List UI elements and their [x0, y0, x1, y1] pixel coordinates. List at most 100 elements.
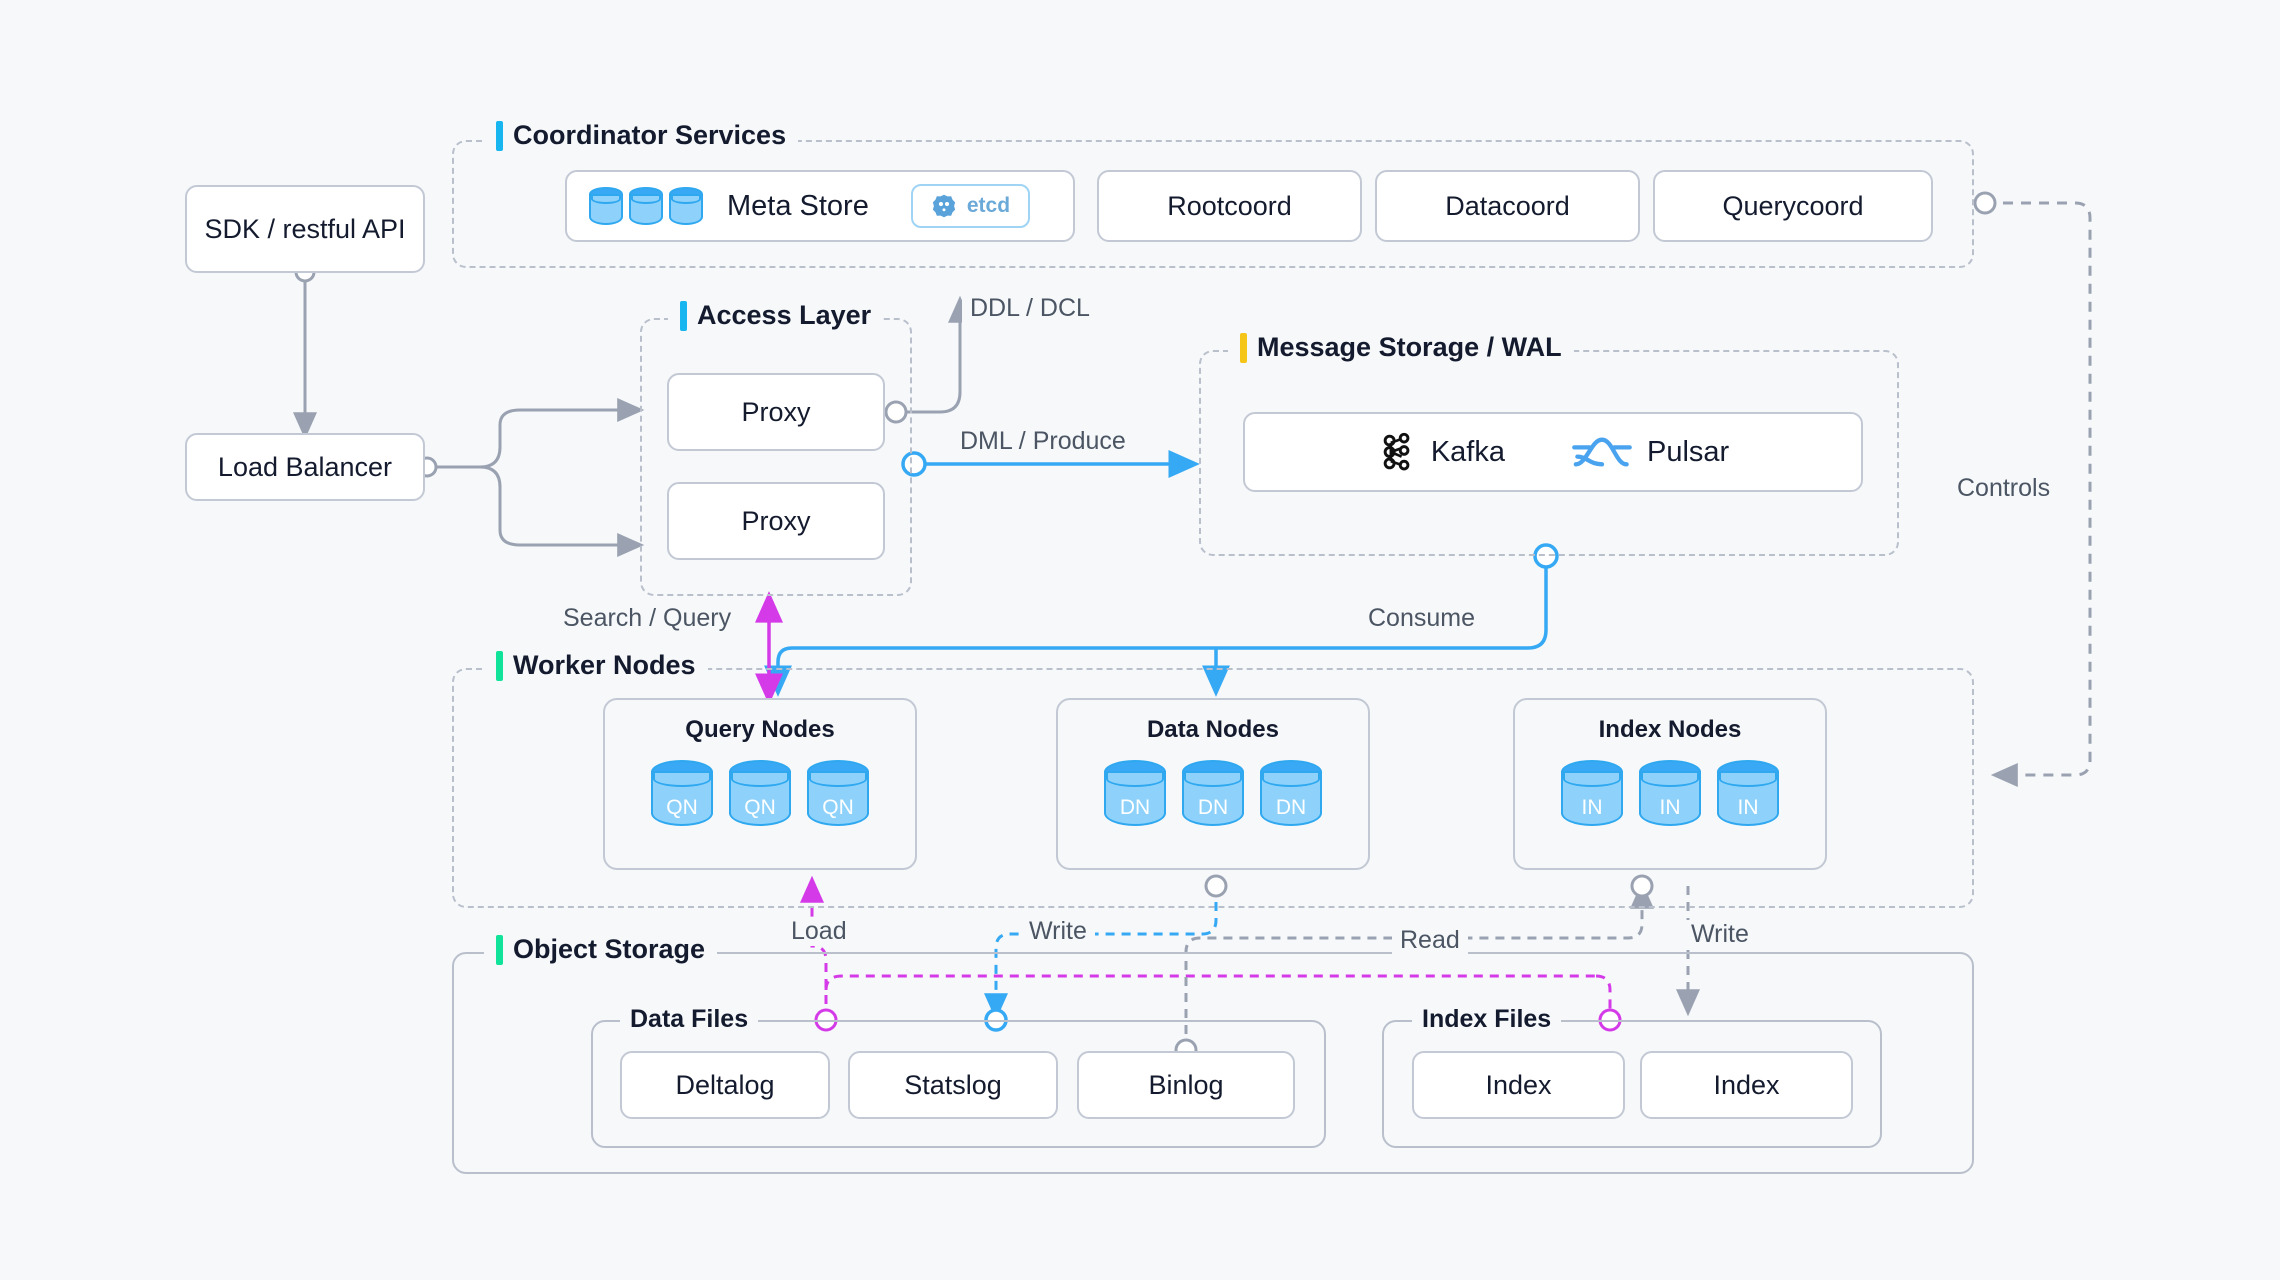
data-node-label: DN: [1119, 796, 1151, 819]
data-node-cylinder: DN: [1182, 760, 1244, 826]
index-node-label: IN: [1737, 796, 1759, 819]
index-file-node-1[interactable]: Index: [1412, 1051, 1625, 1119]
coordinator-services-group: [452, 140, 1974, 268]
proxy-node-1[interactable]: Proxy: [667, 373, 885, 451]
meta-store-cylinder: [629, 187, 663, 225]
data-files-title: Data Files: [620, 1005, 759, 1034]
load-balancer-label: Load Balancer: [217, 451, 393, 482]
object-storage-title: Object Storage: [484, 934, 718, 965]
edge-label-write-data: Write: [1021, 917, 1095, 946]
kafka-label: Kafka: [1430, 435, 1505, 468]
query-node-label: QN: [822, 796, 854, 819]
message-storage-accent-bar: [1240, 332, 1247, 363]
pulsar-item[interactable]: Pulsar: [1571, 432, 1729, 472]
index-nodes-row: IN IN IN: [1515, 760, 1825, 826]
querycoord-node[interactable]: Querycoord: [1653, 170, 1933, 242]
edge-label-load: Load: [783, 917, 855, 946]
kafka-item[interactable]: Kafka: [1377, 432, 1505, 472]
query-nodes-row: QN QN QN: [605, 760, 915, 826]
coordinator-services-title: Coordinator Services: [484, 120, 799, 151]
edge-label-read: Read: [1392, 926, 1468, 955]
binlog-label: Binlog: [1148, 1069, 1224, 1100]
object-storage-group: [452, 952, 1974, 1174]
deltalog-label: Deltalog: [675, 1069, 775, 1100]
data-node-label: DN: [1197, 796, 1229, 819]
message-broker-card[interactable]: Kafka Pulsar: [1243, 412, 1863, 492]
pulsar-label: Pulsar: [1646, 435, 1730, 468]
message-storage-label: Message Storage / WAL: [1257, 332, 1562, 362]
query-nodes-cluster[interactable]: Query Nodes QN QN QN: [603, 698, 917, 870]
data-node-label: DN: [1275, 796, 1307, 819]
deltalog-node[interactable]: Deltalog: [620, 1051, 830, 1119]
data-nodes-row: DN DN DN: [1058, 760, 1368, 826]
worker-nodes-accent-bar: [496, 650, 503, 681]
index-node-cylinder: IN: [1639, 760, 1701, 826]
coordinator-services-label: Coordinator Services: [513, 120, 787, 150]
index-files-group: [1382, 1020, 1882, 1148]
edge-label-ddl-dcl: DDL / DCL: [962, 294, 1098, 323]
query-node-cylinder: QN: [651, 760, 713, 826]
rootcoord-node[interactable]: Rootcoord: [1097, 170, 1362, 242]
object-storage-accent-bar: [496, 934, 503, 965]
edge-label-controls: Controls: [1949, 474, 2059, 503]
statslog-label: Statslog: [904, 1069, 1002, 1100]
kafka-icon: [1383, 432, 1410, 471]
rootcoord-label: Rootcoord: [1167, 190, 1292, 221]
meta-store-cylinder: [669, 187, 703, 225]
query-node-label: QN: [744, 796, 776, 819]
meta-store-cylinder: [589, 187, 623, 225]
access-layer-title: Access Layer: [668, 300, 884, 331]
index-node-label: IN: [1659, 796, 1681, 819]
querycoord-label: Querycoord: [1722, 190, 1864, 221]
etcd-gear-icon: [932, 194, 956, 218]
statslog-node[interactable]: Statslog: [848, 1051, 1058, 1119]
worker-nodes-group: [452, 668, 1974, 908]
etcd-badge[interactable]: etcd: [910, 184, 1031, 228]
meta-store-card[interactable]: Meta Store etcd: [565, 170, 1075, 242]
access-layer-label: Access Layer: [697, 300, 872, 330]
data-node-cylinder: DN: [1260, 760, 1322, 826]
edge-label-consume: Consume: [1360, 604, 1483, 633]
worker-nodes-title: Worker Nodes: [484, 650, 708, 681]
index-node-cylinder: IN: [1561, 760, 1623, 826]
datacoord-node[interactable]: Datacoord: [1375, 170, 1640, 242]
sdk-restful-api-node[interactable]: SDK / restful API: [185, 185, 425, 273]
index-label: Index: [1485, 1069, 1552, 1100]
message-broker-list: Kafka Pulsar: [1377, 432, 1729, 472]
meta-store-content: Meta Store etcd: [567, 184, 1031, 228]
index-files-title: Index Files: [1412, 1005, 1562, 1034]
coordinator-accent-bar: [496, 120, 503, 151]
load-balancer-node[interactable]: Load Balancer: [185, 433, 425, 501]
index-node-label: IN: [1581, 796, 1603, 819]
access-layer-accent-bar: [680, 300, 687, 331]
index-nodes-cluster[interactable]: Index Nodes IN IN IN: [1513, 698, 1827, 870]
proxy-node-2[interactable]: Proxy: [667, 482, 885, 560]
query-node-label: QN: [666, 796, 698, 819]
edge-label-dml-produce: DML / Produce: [952, 427, 1134, 456]
binlog-node[interactable]: Binlog: [1077, 1051, 1295, 1119]
worker-nodes-label: Worker Nodes: [513, 650, 696, 680]
query-nodes-title: Query Nodes: [685, 716, 835, 743]
datacoord-label: Datacoord: [1445, 190, 1570, 221]
index-nodes-title: Index Nodes: [1598, 716, 1742, 743]
proxy-label: Proxy: [741, 396, 811, 427]
message-storage-title: Message Storage / WAL: [1228, 332, 1574, 363]
data-nodes-cluster[interactable]: Data Nodes DN DN DN: [1056, 698, 1370, 870]
sdk-restful-api-label: SDK / restful API: [204, 213, 406, 244]
data-files-group: [591, 1020, 1326, 1148]
index-file-node-2[interactable]: Index: [1640, 1051, 1853, 1119]
index-node-cylinder: IN: [1717, 760, 1779, 826]
query-node-cylinder: QN: [729, 760, 791, 826]
meta-store-cylinders: [589, 187, 703, 225]
etcd-label: etcd: [966, 194, 1011, 217]
meta-store-label: Meta Store: [727, 189, 869, 222]
data-nodes-title: Data Nodes: [1146, 716, 1280, 743]
query-node-cylinder: QN: [807, 760, 869, 826]
edge-label-write-index: Write: [1683, 920, 1757, 949]
proxy-label: Proxy: [741, 505, 811, 536]
object-storage-label: Object Storage: [513, 934, 706, 964]
data-node-cylinder: DN: [1104, 760, 1166, 826]
pulsar-icon: [1572, 437, 1632, 467]
edge-label-search-query: Search / Query: [555, 604, 740, 633]
